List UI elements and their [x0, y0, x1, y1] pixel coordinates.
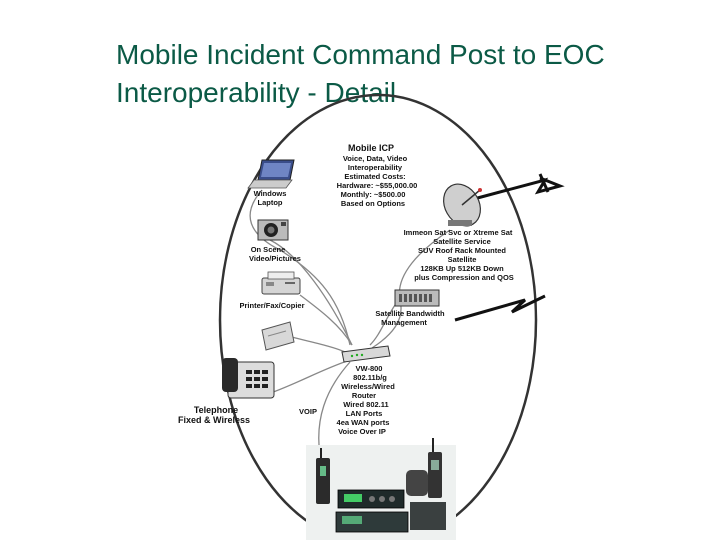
satellite-link-bolt-upper [469, 176, 565, 202]
laptop-label-2: Laptop [258, 198, 283, 207]
icp-line-2: Interoperability [348, 163, 403, 172]
satellite-link-bolt-lower [454, 294, 546, 322]
satellite-label-3: SUV Roof Rack Mounted [418, 246, 506, 255]
camera-label-2: Video/Pictures [249, 254, 301, 263]
router-icon [341, 345, 391, 363]
icp-line-4: Hardware: ~$55,000.00 [337, 181, 418, 190]
fax-device-icon [261, 321, 295, 351]
bandwidth-label-1: Satellite Bandwidth [375, 309, 445, 318]
router-label-5: Wired 802.11 [343, 400, 388, 409]
telephone-icon [222, 358, 275, 399]
title-line-1: Mobile Incident Command Post to EOC [116, 39, 605, 70]
bandwidth-label-2: Management [381, 318, 427, 327]
slide-title: Mobile Incident Command Post to EOC Inte… [116, 36, 706, 112]
satellite-label-2: Satellite Service [433, 237, 491, 246]
satellite-label-1: Immeon Sat Svc or Xtreme Sat [404, 228, 513, 237]
router-label-8: Voice Over IP [338, 427, 386, 436]
icp-heading: Mobile ICP [348, 143, 394, 153]
icp-line-1: Voice, Data, Video [343, 154, 408, 163]
router-label-6: LAN Ports [346, 409, 383, 418]
satellite-label-5: 128KB Up 512KB Down [420, 264, 504, 273]
phone-label-2: Fixed & Wireless [178, 415, 250, 425]
satellite-dish-icon [443, 183, 482, 227]
router-label-1: VW-800 [356, 364, 383, 373]
voip-label: VOIP [299, 407, 317, 416]
satellite-label-6: plus Compression and QOS [414, 273, 514, 282]
router-label-4: Router [352, 391, 376, 400]
router-label-3: Wireless/Wired [341, 382, 395, 391]
router-label-2: 802.11b/g [353, 373, 387, 382]
radio-equipment-icon [306, 438, 456, 540]
icp-boundary-ellipse [218, 93, 538, 540]
printer-icon [261, 271, 301, 295]
camera-icon [257, 219, 289, 241]
laptop-label-1: Windows [254, 189, 287, 198]
rack-unit-icon [394, 289, 440, 307]
laptop-icon [247, 159, 295, 189]
satellite-link-bolt-upper-tip [538, 173, 550, 193]
icp-line-5: Monthly: ~$500.00 [341, 190, 406, 199]
phone-label-1: Telephone [194, 405, 238, 415]
router-label-7: 4ea WAN ports [337, 418, 390, 427]
icp-line-6: Based on Options [341, 199, 405, 208]
icp-line-3: Estimated Costs: [344, 172, 405, 181]
mobile-icp-box: Mobile ICP Voice, Data, Video Interopera… [318, 138, 424, 218]
printer-label: Printer/Fax/Copier [239, 301, 304, 310]
title-line-2: Interoperability - Detail [116, 77, 397, 108]
satellite-label-4: Satellite [448, 255, 477, 264]
camera-label-1: On Scene [251, 245, 286, 254]
